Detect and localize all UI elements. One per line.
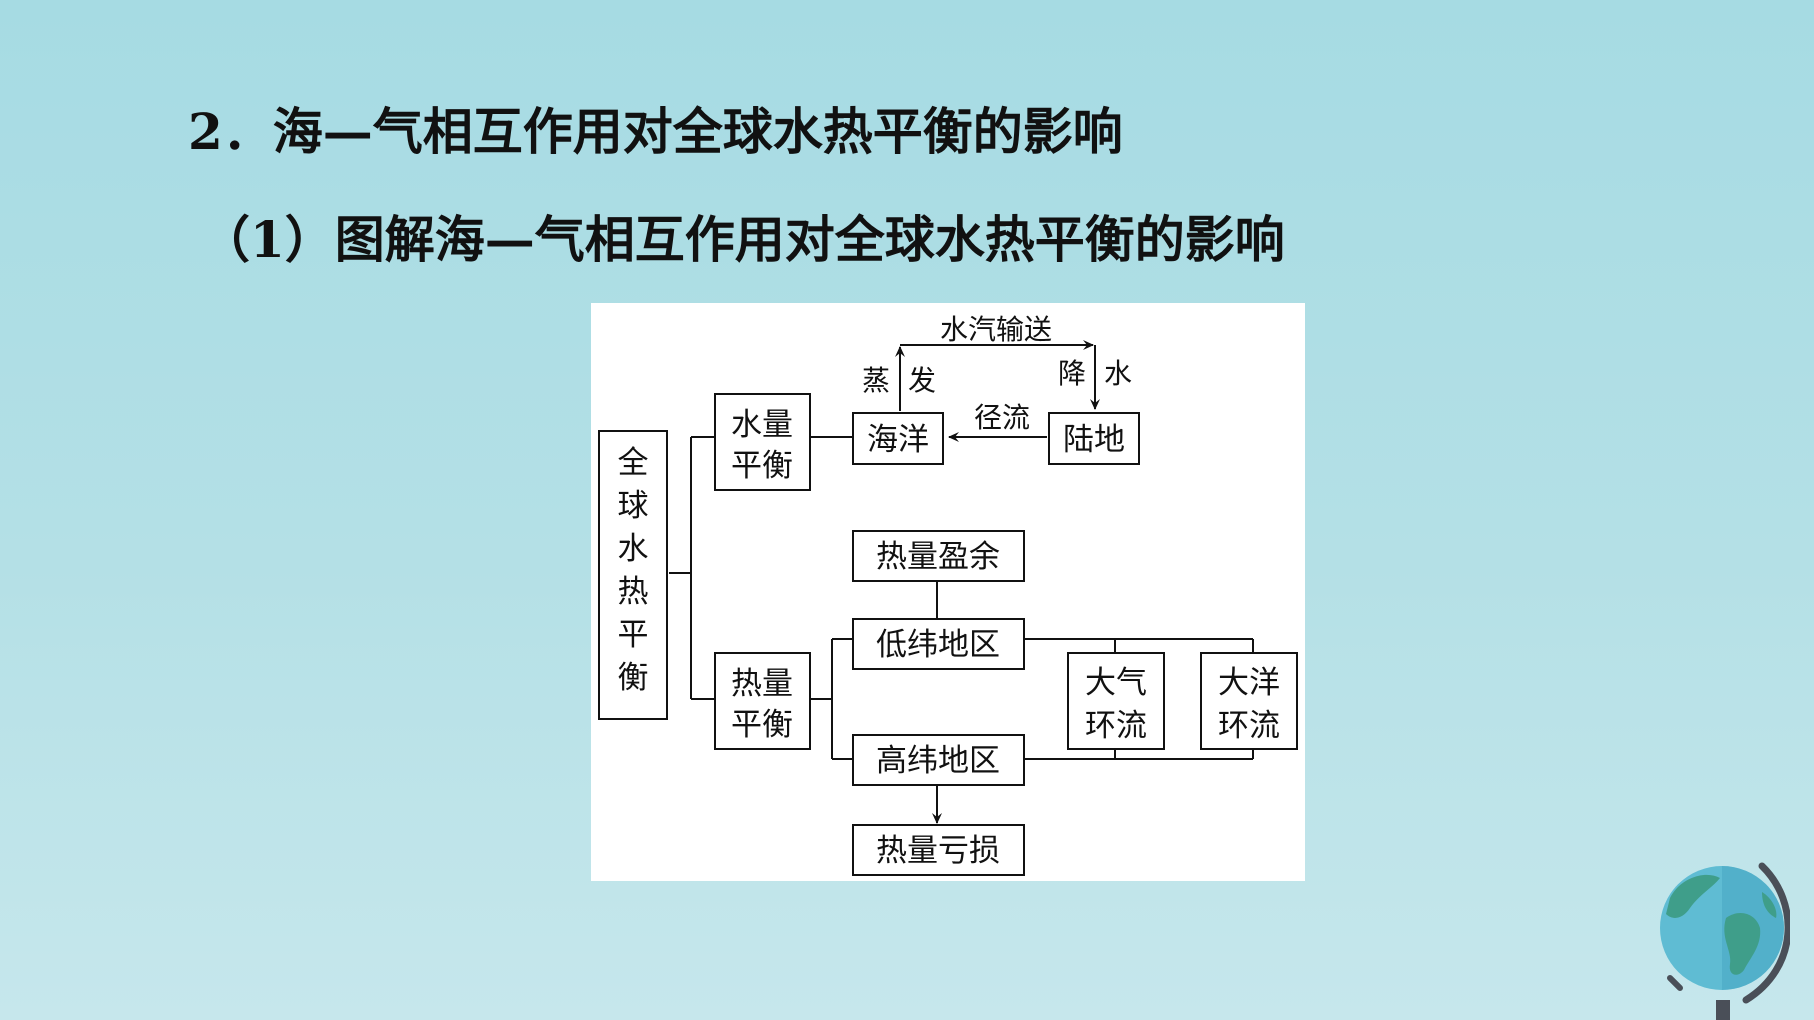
svg-text:球: 球 [618, 488, 649, 524]
label-runoff: 径流 [974, 401, 1030, 434]
globe-icon [1660, 862, 1790, 1020]
connector-high-circulation [1025, 749, 1254, 760]
svg-text:低纬地区: 低纬地区 [876, 627, 1000, 663]
svg-text:平衡: 平衡 [731, 707, 793, 743]
node-heat-deficit: 热量亏损 [852, 824, 1025, 876]
water-heat-balance-diagram: 全 球 水 热 平 衡 水量 平衡 热量 平衡 海洋 陆地 [598, 313, 1298, 876]
svg-text:环流: 环流 [1218, 708, 1280, 744]
node-water-balance: 水量 平衡 [714, 393, 811, 491]
svg-text:大气: 大气 [1085, 665, 1147, 701]
connector-heat-branch [810, 638, 853, 760]
node-heat-surplus: 热量盈余 [852, 530, 1025, 582]
connector-low-circulation [1025, 638, 1254, 653]
node-atmospheric-circulation: 大气 环流 [1067, 652, 1165, 750]
svg-text:衡: 衡 [618, 660, 649, 696]
node-heat-balance: 热量 平衡 [714, 652, 811, 750]
svg-text:热: 热 [618, 574, 649, 610]
label-precipitation-1: 降 [1058, 357, 1086, 390]
connectors [669, 340, 1254, 824]
svg-text:热量亏损: 热量亏损 [876, 833, 1000, 869]
svg-text:陆地: 陆地 [1063, 422, 1125, 458]
svg-text:热量盈余: 热量盈余 [876, 539, 1000, 575]
slide-title: 2．海—气相互作用对全球水热平衡的影响 [188, 102, 1123, 161]
svg-text:全: 全 [618, 445, 649, 481]
svg-text:热量: 热量 [731, 666, 793, 702]
svg-text:高纬地区: 高纬地区 [876, 743, 1000, 779]
node-land: 陆地 [1048, 412, 1140, 465]
node-low-latitude: 低纬地区 [852, 618, 1025, 670]
svg-text:大洋: 大洋 [1218, 665, 1280, 701]
diagram-panel: 全 球 水 热 平 衡 水量 平衡 热量 平衡 海洋 陆地 [591, 303, 1305, 881]
slide-subtitle: （1）图解海—气相互作用对全球水热平衡的影响 [200, 210, 1285, 269]
svg-text:水: 水 [618, 531, 649, 567]
svg-text:海洋: 海洋 [867, 422, 929, 458]
label-vapor-transport: 水汽输送 [940, 313, 1052, 346]
node-global-balance: 全 球 水 热 平 衡 [598, 430, 668, 720]
label-evaporation-2: 发 [908, 364, 936, 397]
svg-text:环流: 环流 [1085, 708, 1147, 744]
node-high-latitude: 高纬地区 [852, 734, 1025, 786]
label-precipitation-2: 水 [1104, 357, 1132, 390]
svg-text:平: 平 [618, 617, 649, 653]
node-ocean: 海洋 [852, 412, 944, 465]
svg-text:水量: 水量 [731, 407, 793, 443]
label-evaporation-1: 蒸 [862, 364, 890, 397]
svg-text:平衡: 平衡 [731, 448, 793, 484]
node-ocean-circulation: 大洋 环流 [1200, 652, 1298, 750]
connector-global-trunk [669, 436, 715, 700]
